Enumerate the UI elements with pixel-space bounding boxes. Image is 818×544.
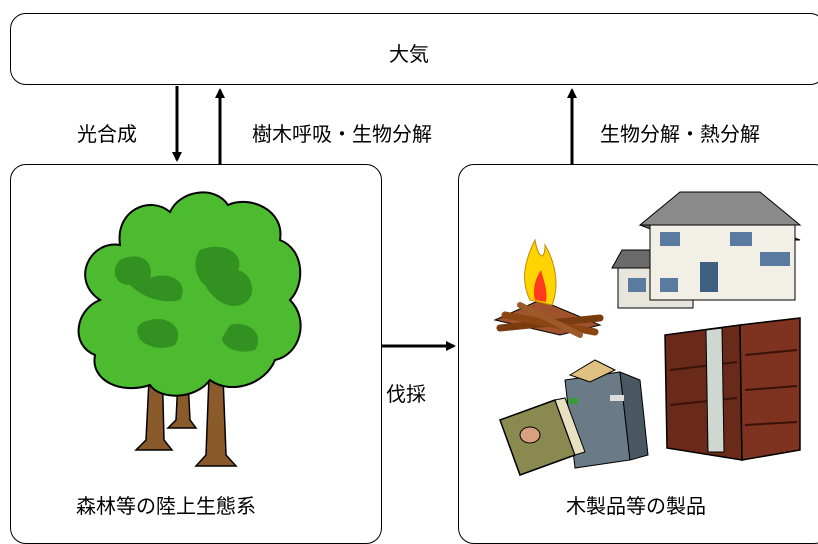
photosynthesis-label: 光合成: [77, 122, 137, 146]
tree-icon: [77, 191, 302, 467]
bookshelf-icon: [664, 317, 801, 461]
book-icon: [499, 397, 586, 476]
campfire-icon: [493, 238, 604, 338]
forest-ecosystem-label: 森林等の陸上生態系: [76, 494, 256, 518]
atmosphere-box: [10, 13, 818, 85]
wood-products-label: 木製品等の製品: [566, 494, 706, 518]
product-decay-label: 生物分解・熱分解: [600, 122, 760, 146]
tree-respiration-label: 樹木呼吸・生物分解: [252, 122, 432, 146]
atmosphere-label: 大気: [389, 42, 429, 66]
harvest-label: 伐採: [386, 382, 426, 406]
house-icon: [611, 191, 802, 309]
